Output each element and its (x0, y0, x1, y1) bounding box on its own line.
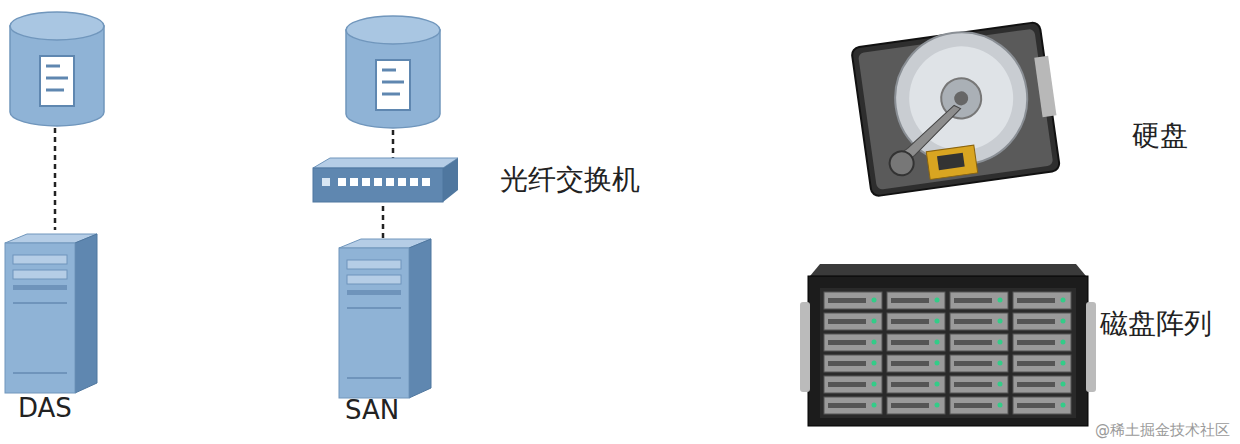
disk-array: 磁盘阵列 (798, 262, 1228, 430)
database-cylinder (10, 12, 104, 126)
server-tower: SAN (337, 238, 447, 430)
disk-array-art (798, 262, 1098, 430)
node-label: SAN (345, 395, 399, 425)
dashed-link (392, 130, 395, 160)
node-label: 磁盘阵列 (1100, 308, 1212, 340)
node-label: 光纤交换机 (500, 164, 640, 196)
dashed-link (54, 128, 57, 230)
dashed-connector (382, 206, 385, 238)
node-label: 硬盘 (1132, 120, 1188, 152)
hard-disk: 硬盘 (830, 0, 1220, 215)
watermark: @稀土掘金技术社区 (1095, 421, 1230, 440)
node-label: DAS (18, 393, 72, 423)
server-tower-art (3, 233, 99, 395)
server-tower-art (337, 238, 433, 400)
hard-disk-art (830, 0, 1090, 215)
database-cylinder (346, 16, 440, 128)
fibre-switch: 光纤交换机 (308, 156, 646, 206)
watermark-box: @稀土掘金技术社区 (1095, 420, 1230, 440)
fibre-switch-art (308, 156, 460, 204)
server-tower: DAS (3, 233, 103, 428)
